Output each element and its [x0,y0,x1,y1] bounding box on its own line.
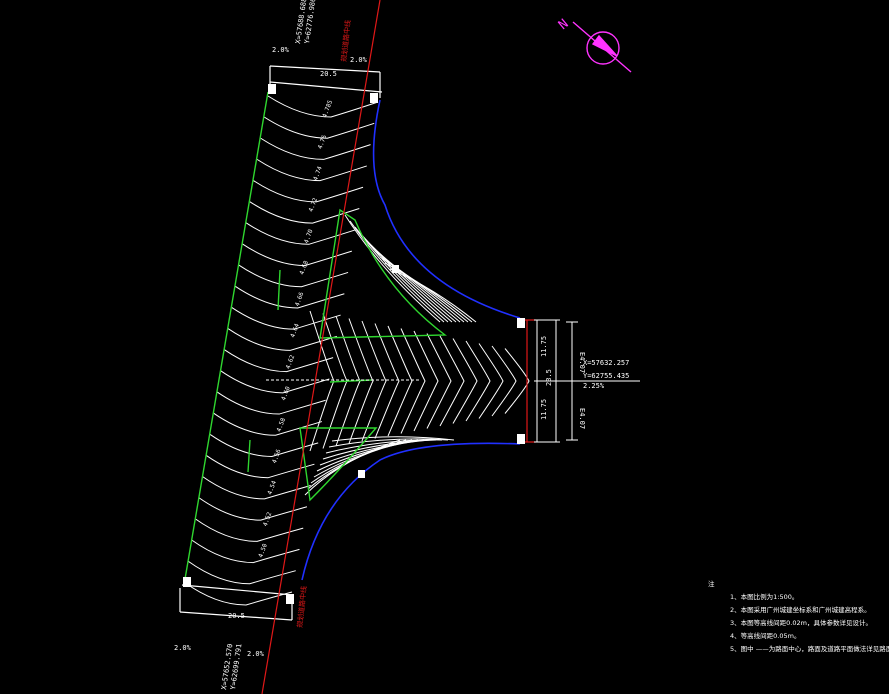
spot-elevation-label: 4.68 [298,259,310,275]
width-top: 20.5 [320,70,337,78]
note-item-2: 2、本图采用广州城建坐标系和广州城建高程系。 [730,606,871,614]
slope-right: 2.25% [583,382,605,390]
red-label-top: 规划道路中线 [339,19,352,62]
slope-bottom-left: 2.0% [174,644,192,652]
note-item-1: 1、本图比例为1:500。 [730,593,799,601]
spot-elevation-label: 4.50 [257,542,269,558]
note-item-4: 4、等高线间距0.05m。 [730,632,801,640]
spot-elevation-label: 4.72 [308,197,320,213]
notes-marker: 注 [708,580,715,588]
width-right-upper: 11.75 [540,336,548,357]
spot-elevation-label: 4.56 [271,448,283,464]
spot-elevation-label: 4.54 [266,479,278,495]
green-curb-lines [183,91,448,586]
contour-lines [183,95,530,606]
design-notes: 注 1、本图比例为1:500。 2、本图采用广州城建坐标系和广州城建高程系。 3… [708,578,889,656]
slope-top-left: 2.0% [272,46,290,54]
spot-elevation-label: 4.58 [276,417,288,433]
blue-kerb-returns [301,99,521,581]
road-centerline [261,0,381,694]
spot-elevation-label: 4.66 [294,291,306,307]
kerb-blocks [183,84,525,604]
slope-top-right: 2.0% [350,56,368,64]
spot-elevation-label: 4.70 [303,228,315,244]
width-right-total: 23.5 [545,369,553,386]
width-right-lower: 11.75 [540,399,548,420]
spot-elevation-label: 4.52 [262,511,274,527]
north-label: N [556,17,572,34]
right-dimension-lines [534,319,640,443]
spot-elevation-label: 4.74 [312,165,324,181]
spot-elevation-label: 4.62 [285,354,297,370]
red-label-bottom: 规划道路中线 [295,585,308,628]
spot-elevation-label: 4.60 [280,385,292,401]
coord-right-x: X=57632.257 [583,359,629,367]
spot-elevation-label: 4.785 [321,99,334,119]
right-mark-bottom: E4.07 [578,408,586,429]
right-mark-top: E4.07 [578,352,586,373]
coord-right-y: Y=62755.435 [583,372,629,380]
note-item-5: 5、图中 ——为路面中心，路面及道路平面做法详见路面施工图。 [730,645,889,653]
red-edge-lines [520,319,536,443]
slope-bottom-right: 2.0% [247,650,265,658]
spot-elevation-label: 4.64 [289,322,301,338]
spot-elevation-label: 4.76 [317,134,329,150]
width-bottom: 20.5 [228,612,245,620]
north-arrow-icon: N [556,17,632,73]
note-item-3: 3、本图等高线间距0.02m，具体参数详见设计。 [730,619,872,627]
